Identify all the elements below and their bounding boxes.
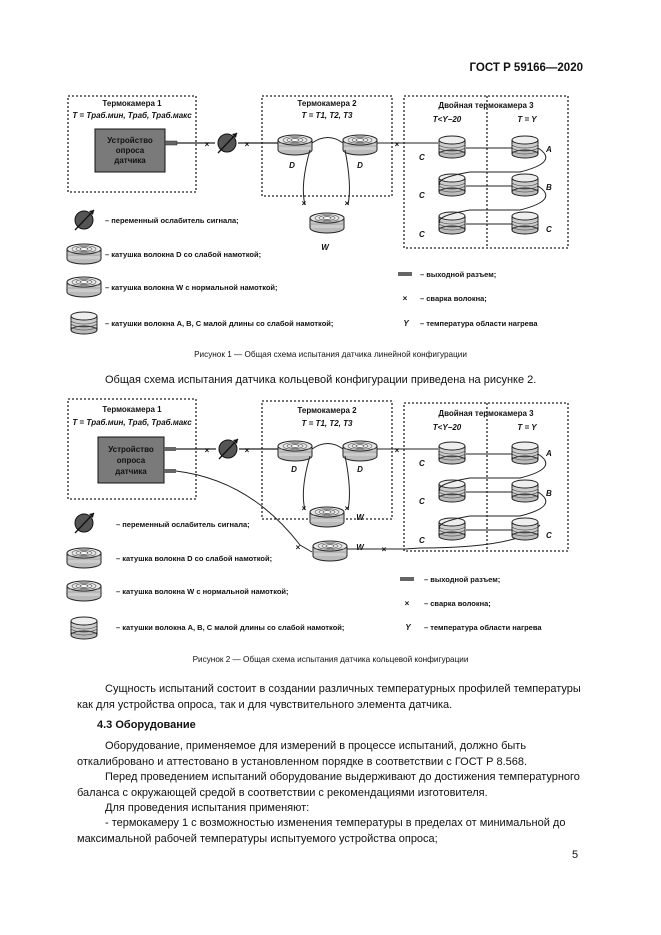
- svg-text:W: W: [356, 513, 365, 522]
- svg-text:Y: Y: [403, 319, 409, 328]
- svg-text:×: ×: [245, 140, 250, 149]
- svg-text:×: ×: [405, 599, 410, 608]
- svg-text:D: D: [289, 161, 295, 170]
- svg-text:Y: Y: [405, 623, 411, 632]
- svg-text:×: ×: [205, 446, 210, 455]
- svg-text:C: C: [419, 153, 425, 162]
- paragraph: - термокамеру 1 с возможностью изменения…: [77, 817, 566, 845]
- svg-text:×: ×: [382, 545, 387, 554]
- attenuator-icon: [217, 132, 238, 154]
- device-label-1: Устройство: [107, 136, 153, 145]
- svg-text:T = Y: T = Y: [517, 423, 537, 432]
- paragraph: Оборудование, применяемое для измерений …: [77, 740, 528, 768]
- svg-text:×: ×: [205, 140, 210, 149]
- coil-c-icon: [438, 135, 466, 159]
- svg-text:D: D: [357, 465, 363, 474]
- section-title: 4.3 Оборудование: [97, 719, 196, 731]
- coil-a-icon: [511, 135, 539, 159]
- svg-text:×: ×: [345, 504, 350, 513]
- svg-text:– сварка волокна;: – сварка волокна;: [424, 599, 491, 608]
- svg-text:– катушка волокна W с нормальн: – катушка волокна W с нормальной намотко…: [116, 587, 289, 596]
- svg-text:– температура области нагрева: – температура области нагрева: [424, 623, 542, 632]
- thermo1-temp: T = Tраб.мин, Tраб, Tраб.макс: [72, 111, 192, 120]
- coil-d-icon: [277, 134, 313, 156]
- svg-text:– температура области нагрева: – температура области нагрева: [420, 319, 538, 328]
- paragraph: Перед проведением испытаний оборудование…: [77, 771, 580, 799]
- svg-text:– катушки волокна A, B, C мало: – катушки волокна A, B, C малой длины со…: [105, 319, 333, 328]
- svg-text:×: ×: [302, 504, 307, 513]
- svg-text:опроса: опроса: [117, 456, 146, 465]
- svg-text:A: A: [545, 449, 552, 458]
- connector-icon: [164, 140, 178, 146]
- svg-text:Двойная термокамера 3: Двойная термокамера 3: [438, 409, 534, 418]
- svg-text:×: ×: [395, 140, 400, 149]
- svg-text:C: C: [419, 230, 425, 239]
- svg-text:– переменный ослабитель сигнал: – переменный ослабитель сигнала;: [116, 520, 250, 529]
- coil-w-icon: [309, 212, 345, 234]
- svg-text:C: C: [419, 497, 425, 506]
- svg-text:T = Tраб.мин, Tраб, Tраб.макс: T = Tраб.мин, Tраб, Tраб.макс: [72, 418, 192, 427]
- coil-b-icon: [511, 173, 539, 197]
- svg-text:C: C: [419, 459, 425, 468]
- coil-d-icon: [342, 134, 378, 156]
- paragraph: Для проведения испытания применяют:: [105, 802, 310, 814]
- svg-text:×: ×: [245, 446, 250, 455]
- svg-text:– катушки волокна A, B, C мало: – катушки волокна A, B, C малой длины со…: [116, 623, 344, 632]
- paragraph: Сущность испытаний состоит в создании ра…: [77, 683, 581, 711]
- page-number: 5: [572, 849, 579, 861]
- svg-text:T = Y: T = Y: [517, 115, 537, 124]
- thermo3-title: Двойная термокамера 3: [438, 101, 534, 110]
- svg-text:T = T1, T2, T3: T = T1, T2, T3: [302, 419, 353, 428]
- svg-text:B: B: [546, 183, 552, 192]
- svg-text:C: C: [546, 531, 552, 540]
- svg-text:W: W: [356, 543, 365, 552]
- thermo2-temp: T = T1, T2, T3: [302, 111, 353, 120]
- svg-text:×: ×: [345, 199, 350, 208]
- interrogator-device: [94, 128, 166, 173]
- svg-text:×: ×: [395, 446, 400, 455]
- coil-c-icon: [511, 211, 539, 235]
- figure-2-caption: Рисунок 2 — Общая схема испытания датчик…: [192, 655, 469, 664]
- svg-text:– выходной разъем;: – выходной разъем;: [424, 575, 500, 584]
- svg-text:D: D: [291, 465, 297, 474]
- device-label-3: датчика: [114, 156, 146, 165]
- svg-text:– катушка волокна D со слабой: – катушка волокна D со слабой намоткой;: [116, 554, 272, 563]
- svg-text:T<Y−20: T<Y−20: [433, 115, 462, 124]
- thermo1-title: Термокамера 1: [102, 99, 162, 108]
- svg-text:×: ×: [296, 543, 301, 552]
- svg-text:C: C: [419, 191, 425, 200]
- coil-c-icon: [438, 173, 466, 197]
- svg-text:×: ×: [403, 294, 408, 303]
- svg-text:B: B: [546, 489, 552, 498]
- svg-text:C: C: [546, 225, 552, 234]
- svg-text:– переменный ослабитель сигнал: – переменный ослабитель сигнала;: [105, 216, 239, 225]
- svg-text:– выходной разъем;: – выходной разъем;: [420, 270, 496, 279]
- device-label-2: опроса: [116, 146, 145, 155]
- thermo2-title: Термокамера 2: [297, 99, 357, 108]
- svg-text:– катушка волокна D со слабой: – катушка волокна D со слабой намоткой;: [105, 250, 261, 259]
- svg-text:Термокамера 1: Термокамера 1: [102, 405, 162, 414]
- svg-text:Термокамера 2: Термокамера 2: [297, 406, 357, 415]
- svg-text:A: A: [545, 145, 552, 154]
- svg-text:D: D: [357, 161, 363, 170]
- svg-text:– сварка волокна;: – сварка волокна;: [420, 294, 487, 303]
- figure-1-caption: Рисунок 1 — Общая схема испытания датчик…: [194, 350, 467, 359]
- svg-text:C: C: [419, 536, 425, 545]
- standard-number: ГОСТ Р 59166—2020: [469, 62, 583, 74]
- svg-text:T<Y−20: T<Y−20: [433, 423, 462, 432]
- paragraph: Общая схема испытания датчика кольцевой …: [105, 374, 537, 386]
- svg-text:Устройство: Устройство: [108, 445, 154, 454]
- svg-text:×: ×: [302, 199, 307, 208]
- coil-c-icon: [438, 211, 466, 235]
- svg-text:датчика: датчика: [115, 467, 147, 476]
- svg-text:W: W: [321, 243, 330, 252]
- svg-text:– катушка волокна W с нормальн: – катушка волокна W с нормальной намотко…: [105, 283, 278, 292]
